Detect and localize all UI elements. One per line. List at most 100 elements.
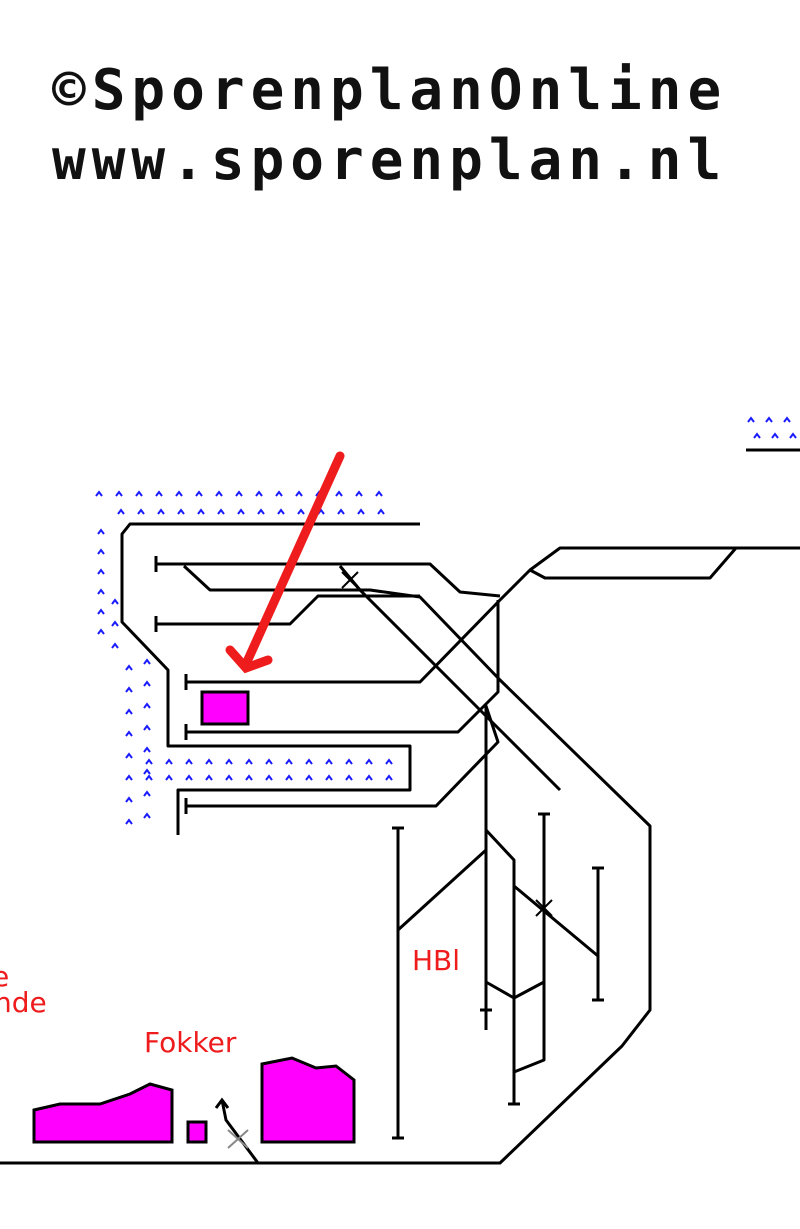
- track-diag: [338, 565, 562, 792]
- water-wave-icon: [747, 416, 755, 423]
- water-wave-icon: [337, 508, 345, 515]
- water-wave-icon: [375, 490, 383, 497]
- track-hbl-link: [396, 848, 488, 932]
- water-wave-icon: [385, 774, 393, 781]
- water-wave-icon: [145, 758, 153, 765]
- water-wave-icon: [165, 774, 173, 781]
- water-wave-icon: [125, 730, 133, 737]
- water-wave-icon: [245, 758, 253, 765]
- water-area: [95, 416, 797, 825]
- water-wave-icon: [205, 758, 213, 765]
- water-wave-icon: [157, 508, 165, 515]
- red-arrow-icon: [225, 451, 345, 674]
- water-wave-icon: [185, 774, 193, 781]
- water-wave-icon: [143, 702, 151, 709]
- water-wave-icon: [335, 490, 343, 497]
- water-wave-icon: [355, 490, 363, 497]
- buffer-stops: [154, 556, 604, 1140]
- water-wave-icon: [143, 812, 151, 819]
- water-wave-icon: [115, 490, 123, 497]
- track-yard-b: [513, 814, 546, 1074]
- building-fokker-2: [186, 1120, 208, 1144]
- water-wave-icon: [237, 508, 245, 515]
- water-wave-icon: [145, 774, 153, 781]
- station-label: HBl: [412, 944, 461, 977]
- website-url[interactable]: www.sporenplan.nl: [52, 128, 728, 193]
- water-wave-icon: [357, 508, 365, 515]
- water-wave-icon: [325, 774, 333, 781]
- water-wave-icon: [277, 508, 285, 515]
- track-4: [186, 600, 500, 734]
- water-wave-icon: [265, 774, 273, 781]
- water-wave-icon: [111, 620, 119, 627]
- water-wave-icon: [137, 508, 145, 515]
- water-wave-icon: [789, 432, 797, 439]
- water-wave-icon: [265, 758, 273, 765]
- water-wave-icon: [97, 608, 105, 615]
- track-3: [186, 546, 800, 684]
- water-wave-icon: [117, 508, 125, 515]
- water-wave-icon: [155, 490, 163, 497]
- water-wave-icon: [97, 548, 105, 555]
- buffer-stop-icon: [214, 1097, 230, 1109]
- water-wave-icon: [125, 774, 133, 781]
- crossings: [227, 571, 553, 1149]
- track-yard-e: [485, 980, 545, 1000]
- water-wave-icon: [365, 758, 373, 765]
- water-wave-icon: [97, 528, 105, 535]
- water-wave-icon: [257, 508, 265, 515]
- crossing-icon: [341, 571, 359, 589]
- water-wave-icon: [765, 416, 773, 423]
- water-wave-icon: [143, 680, 151, 687]
- water-wave-icon: [125, 752, 133, 759]
- water-wave-icon: [245, 774, 253, 781]
- water-wave-icon: [97, 628, 105, 635]
- crossing-icon: [227, 1129, 249, 1149]
- water-wave-icon: [165, 758, 173, 765]
- partial-label-1: e: [0, 960, 10, 993]
- water-wave-icon: [135, 490, 143, 497]
- water-wave-icon: [97, 568, 105, 575]
- water-wave-icon: [783, 416, 791, 423]
- water-wave-icon: [175, 490, 183, 497]
- water-wave-icon: [225, 758, 233, 765]
- building-harbour: [200, 690, 250, 726]
- buildings: [32, 690, 356, 1144]
- water-wave-icon: [111, 598, 119, 605]
- water-wave-icon: [125, 818, 133, 825]
- track-3-loop: [529, 547, 738, 580]
- track-2: [156, 594, 420, 626]
- water-wave-icon: [753, 432, 761, 439]
- track-fokker: [220, 1099, 260, 1164]
- water-wave-icon: [295, 490, 303, 497]
- water-wave-icon: [185, 758, 193, 765]
- water-wave-icon: [125, 796, 133, 803]
- water-wave-icon: [305, 774, 313, 781]
- water-wave-icon: [111, 642, 119, 649]
- track-1-branch: [0, 564, 652, 1165]
- water-wave-icon: [325, 758, 333, 765]
- water-wave-icon: [125, 664, 133, 671]
- building-fokker-1: [32, 1082, 174, 1144]
- track-yard-c: [513, 884, 600, 1000]
- building-fokker-3: [260, 1056, 356, 1144]
- water-wave-icon: [345, 758, 353, 765]
- water-wave-icon: [225, 774, 233, 781]
- water-wave-icon: [255, 490, 263, 497]
- water-wave-icon: [143, 746, 151, 753]
- water-wave-icon: [143, 724, 151, 731]
- water-wave-icon: [365, 774, 373, 781]
- water-wave-icon: [125, 708, 133, 715]
- water-wave-icon: [297, 508, 305, 515]
- water-wave-icon: [197, 508, 205, 515]
- track-yard-a: [484, 828, 516, 1104]
- water-wave-icon: [345, 774, 353, 781]
- copyright-line: ©SporenplanOnline: [52, 58, 728, 123]
- tracks: [0, 448, 800, 1165]
- water-wave-icon: [377, 508, 385, 515]
- company-label: Fokker: [144, 1026, 237, 1059]
- water-wave-icon: [125, 686, 133, 693]
- water-wave-icon: [177, 508, 185, 515]
- water-wave-icon: [235, 490, 243, 497]
